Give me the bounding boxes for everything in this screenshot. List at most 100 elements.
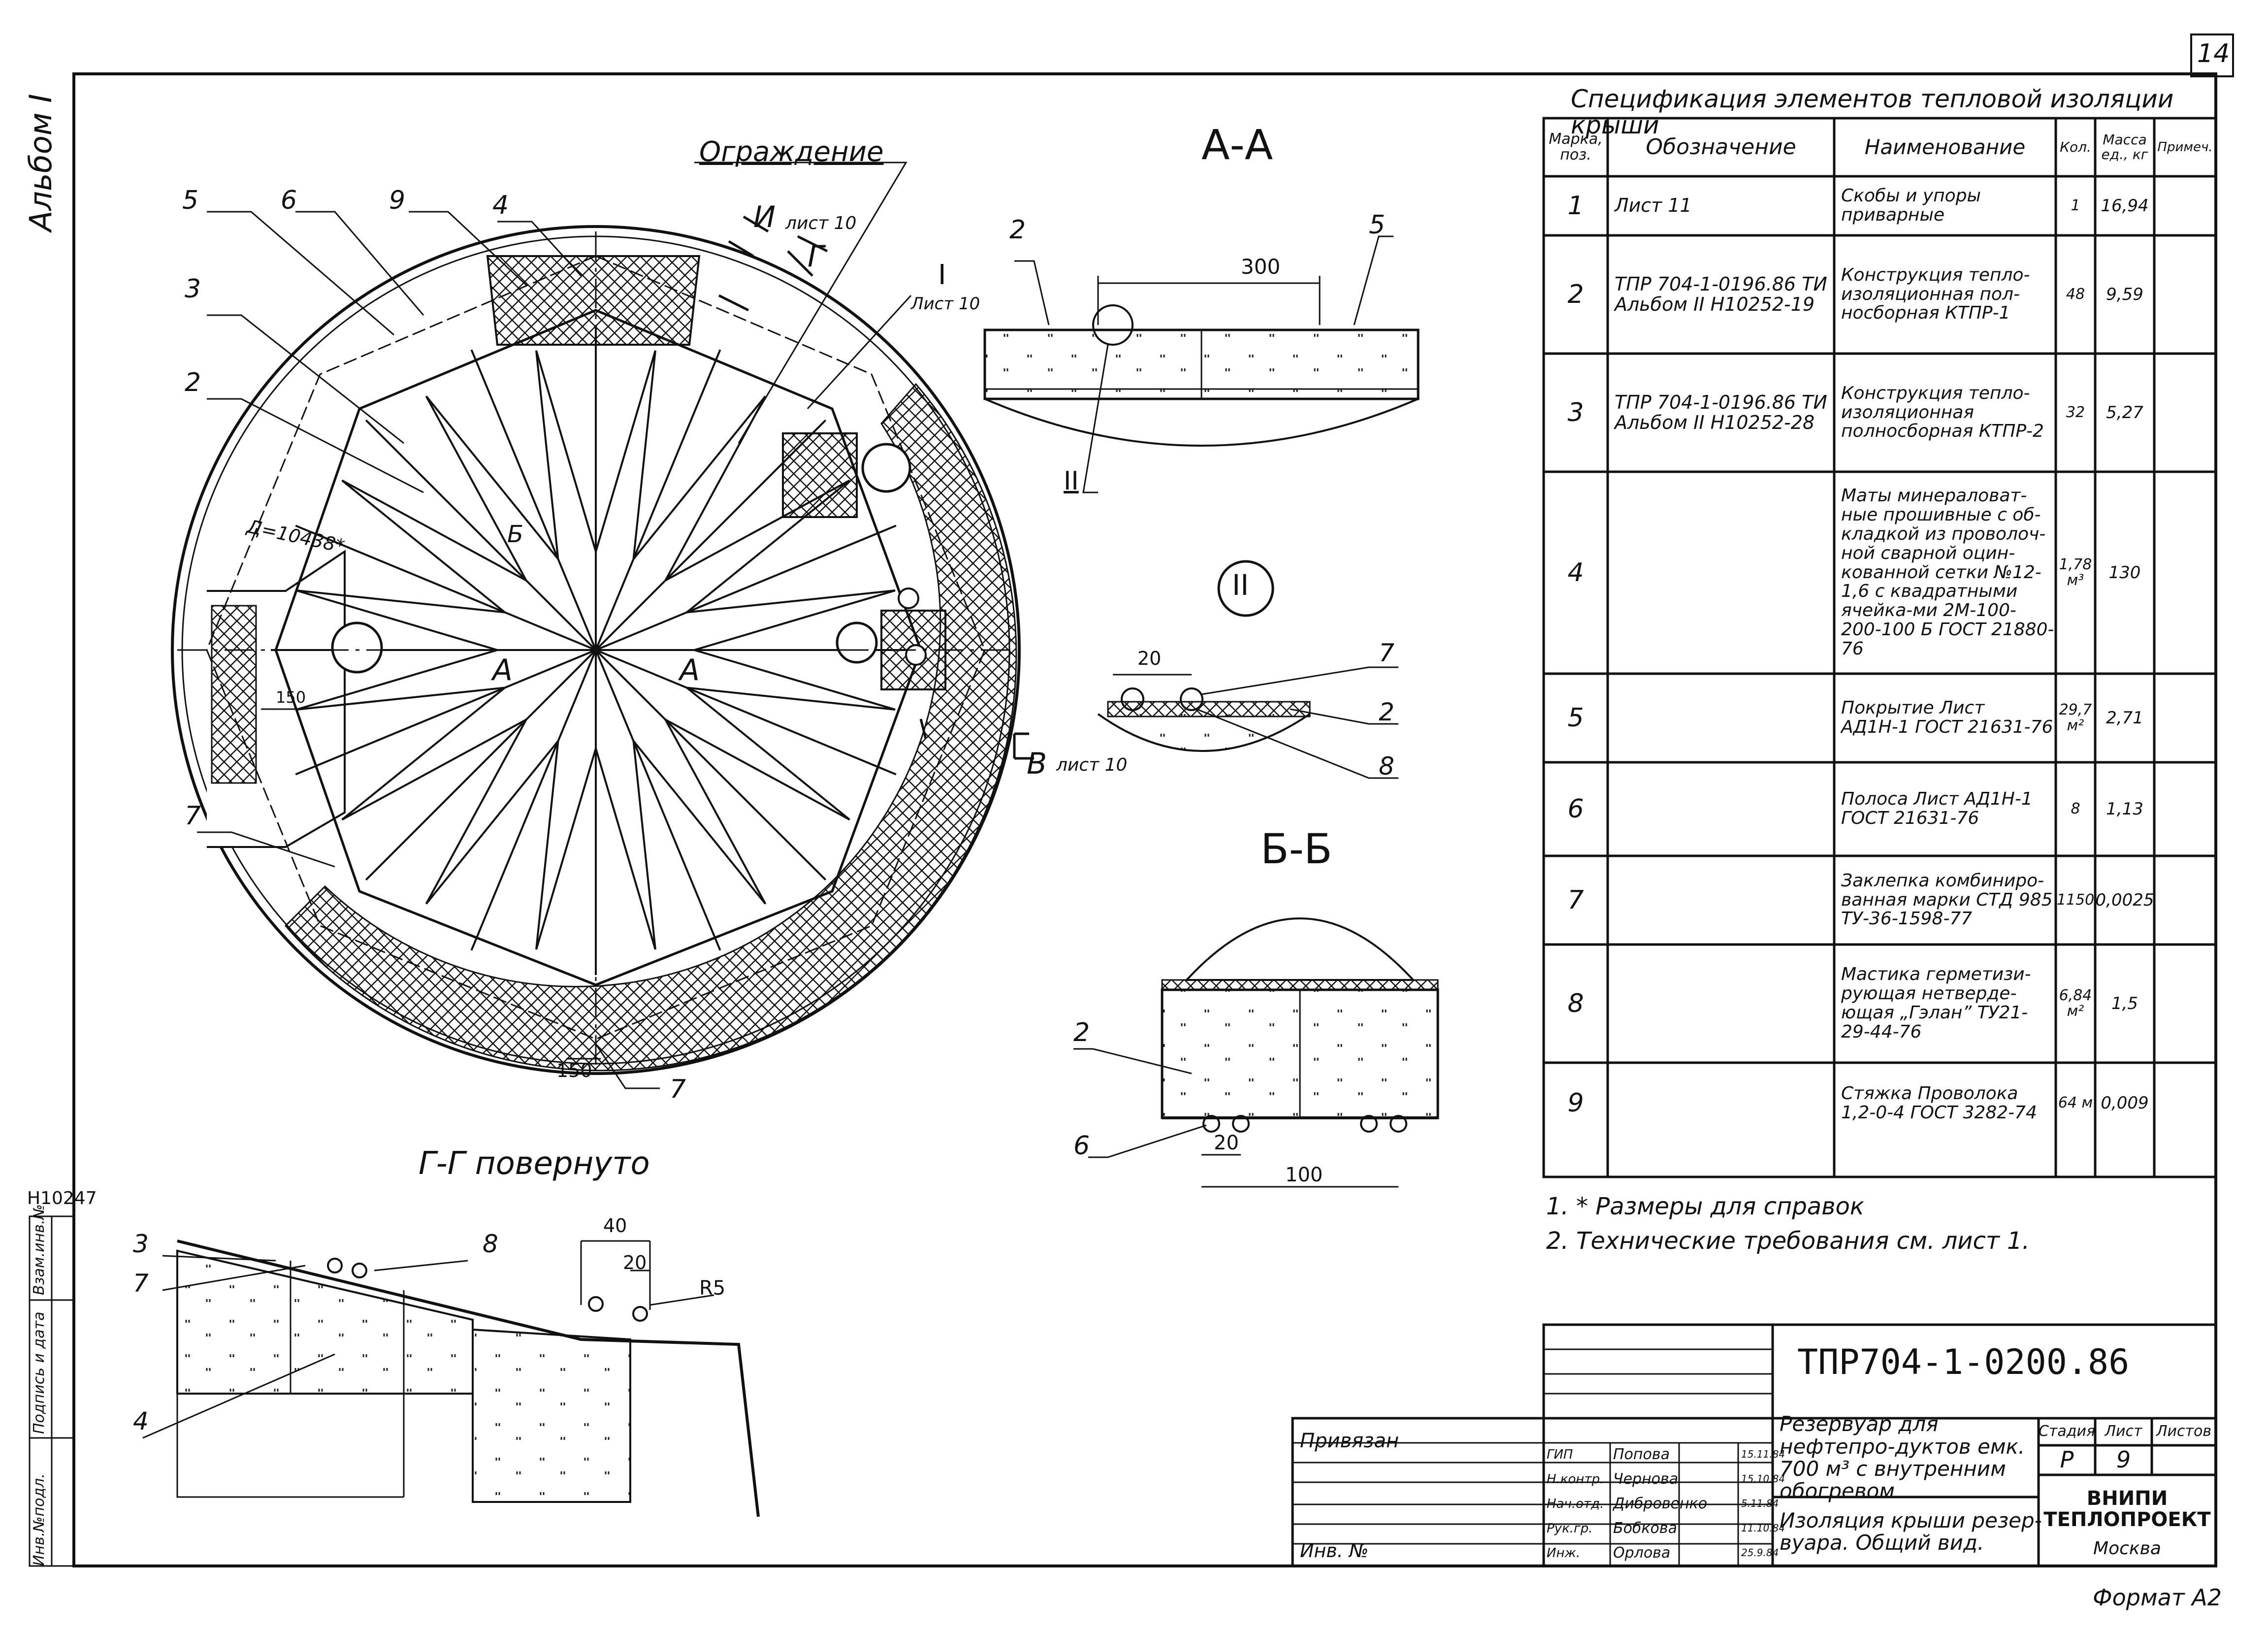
spec-header-name: Наименование xyxy=(1864,135,2026,160)
section-aa-drawing xyxy=(983,235,1420,493)
panel-seam xyxy=(296,589,505,614)
plan-dimension-lines xyxy=(261,708,601,1060)
note-1: 1. * Размеры для справок xyxy=(1546,1193,1864,1220)
spec-cell-mass: 0,0025 xyxy=(2095,890,2154,910)
panel-seam xyxy=(425,719,527,905)
spec-cell-code: Лист 11 xyxy=(1615,195,1692,217)
gg-label-3: 3 xyxy=(133,1230,149,1258)
dim-150-bottom: 150 xyxy=(556,1060,592,1081)
spec-cell-qty: 1 xyxy=(2071,196,2080,214)
spec-cell-mass: 1,5 xyxy=(2111,993,2138,1013)
section-gg-title: Г-Г повернуто xyxy=(419,1145,650,1182)
spec-header-mass: Масса ед., кг xyxy=(2101,131,2148,163)
spec-cell-pos: 6 xyxy=(1567,794,1584,824)
spec-cell-name: Мастика герметизи-рующая нетверде-ющая „… xyxy=(1841,964,2031,1042)
roof-outer-circle xyxy=(171,225,1021,1075)
note-2: 2. Технические требования см. лист 1. xyxy=(1546,1227,2030,1255)
aa-detail-circle xyxy=(1092,304,1134,346)
panel-ray xyxy=(595,524,897,651)
stage-header: Стадия xyxy=(2038,1423,2096,1440)
spec-cell-name: Покрытие Лист АД1Н-1 ГОСТ 21631-76 xyxy=(1841,698,2053,737)
spec-table-grid xyxy=(1542,117,2217,1178)
spec-cell-name: Стяжка Проволока 1,2-0-4 ГОСТ 3282-74 xyxy=(1841,1083,2037,1123)
staff-date: 25.9.84 xyxy=(1741,1547,1779,1559)
stage-value: Р xyxy=(2060,1446,2074,1473)
panel-seam xyxy=(535,350,559,559)
panel-ray xyxy=(595,649,827,881)
gg-dim-40: 40 xyxy=(603,1215,627,1237)
detail-2-drawing xyxy=(1097,560,1398,779)
pos-label-9: 9 xyxy=(389,186,406,215)
section-bb-drawing xyxy=(1073,917,1439,1188)
panel-ray xyxy=(595,349,721,651)
aa-dim-300: 300 xyxy=(1241,255,1281,279)
spec-cell-pos: 7 xyxy=(1567,885,1584,915)
title-block-grid xyxy=(1291,1323,2217,1567)
panel-seam xyxy=(535,741,559,950)
staff-date: 5.11.84 xyxy=(1741,1498,1779,1510)
spec-cell-mass: 1,13 xyxy=(2106,799,2143,819)
spec-cell-pos: 8 xyxy=(1567,988,1584,1018)
cut-v-label: В xyxy=(1027,747,1047,781)
staff-role: Рук.гр. xyxy=(1547,1521,1593,1536)
opening-right xyxy=(836,621,878,664)
panel-ray xyxy=(595,419,827,651)
detail-2-label-8: 8 xyxy=(1379,752,1394,781)
bb-label-2: 2 xyxy=(1073,1018,1090,1047)
panel-seam xyxy=(664,719,767,905)
panel-seam xyxy=(686,686,850,821)
spec-cell-mass: 9,59 xyxy=(2106,284,2143,304)
spec-cell-name: Заклепка комбиниро-ванная марки СТД 985 … xyxy=(1841,870,2053,929)
archive-number: Н10247 xyxy=(27,1188,97,1208)
panel-ray xyxy=(595,649,897,776)
radial-panel-lines xyxy=(271,325,921,975)
sheet-number: 14 xyxy=(2197,39,2230,68)
panel-seam xyxy=(632,350,656,559)
fence-label: Ограждение xyxy=(699,136,884,168)
cut-v-sheet: лист 10 xyxy=(1056,755,1128,775)
cut-i-label: И xyxy=(753,200,776,234)
spec-cell-qty: 48 xyxy=(2066,285,2085,303)
section-aa-title: А-А xyxy=(1201,121,1273,169)
spec-title: Спецификация элементов тепловой изоляции… xyxy=(1571,85,2174,139)
sheet-value: 9 xyxy=(2116,1446,2131,1473)
spec-cell-pos: 3 xyxy=(1567,397,1584,427)
panel-seam xyxy=(425,740,559,905)
panel-seam xyxy=(341,718,527,821)
spec-cell-qty: 8 xyxy=(2071,800,2080,817)
staff-date: 15.11.84 xyxy=(1741,1448,1785,1461)
panel-seam xyxy=(686,479,850,614)
panel-seam xyxy=(535,350,597,552)
aa-shell-curve xyxy=(984,398,1419,447)
panel-seam xyxy=(632,741,656,950)
panel-seam xyxy=(296,686,505,711)
staff-role: Нач.отд. xyxy=(1547,1496,1604,1511)
spec-cell-name: Конструкция тепло-изоляционная пол-носбо… xyxy=(1841,264,2030,324)
pos-label-4: 4 xyxy=(492,191,509,220)
panel-seam xyxy=(686,686,896,711)
spec-cell-code xyxy=(1608,674,1834,762)
gg-r5: R5 xyxy=(699,1277,726,1300)
node-one-sheet: Лист 10 xyxy=(911,294,980,314)
cutout-mat xyxy=(211,605,257,784)
staff-role: Инж. xyxy=(1547,1545,1581,1561)
panel-seam xyxy=(535,748,597,950)
panel-ray xyxy=(470,349,597,651)
panel-seam xyxy=(665,718,850,821)
panel-seam xyxy=(694,589,896,651)
detail-2-label-7: 7 xyxy=(1379,639,1394,667)
sheets-header: Листов xyxy=(2156,1423,2212,1440)
panel-seam xyxy=(425,395,527,581)
panel-seam xyxy=(296,589,498,651)
object-name: Резервуар для нефтепро-дуктов емк. 700 м… xyxy=(1780,1412,2025,1503)
spec-cell-name: Скобы и упоры приварные xyxy=(1841,186,1981,225)
dim-150-left: 150 xyxy=(276,688,306,707)
side-stamp-sign: Подпись и дата xyxy=(31,1311,48,1434)
roof-plan xyxy=(171,162,1034,1089)
bb-label-6: 6 xyxy=(1073,1131,1090,1161)
doc-code: ТПР704-1-0200.86 xyxy=(1797,1342,2130,1382)
spec-cell-code: ТПР 704-1-0196.86 ТИ Альбом II Н10252-19 xyxy=(1615,273,1827,315)
staff-name: Попова xyxy=(1613,1445,1670,1463)
sheet-number-box xyxy=(2190,33,2234,77)
